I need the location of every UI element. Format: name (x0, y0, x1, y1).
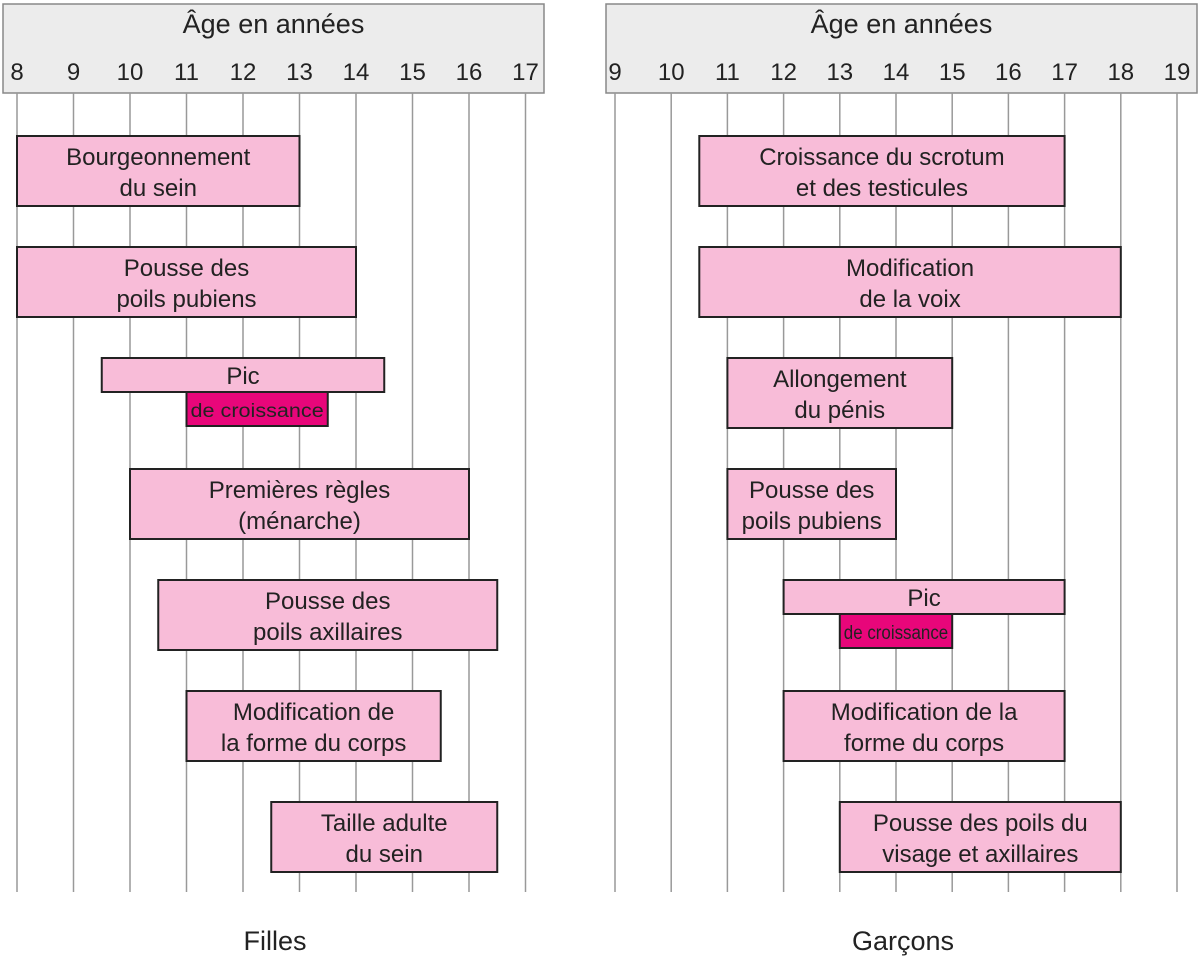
bar-label: Modification de la (831, 699, 1018, 726)
tick-label: 8 (10, 59, 23, 86)
tick-label: 12 (770, 59, 797, 86)
tick-label: 10 (658, 59, 685, 86)
timeline-bar (129, 468, 470, 540)
axis-header-box (2, 3, 545, 94)
timeline-bar (698, 246, 1122, 318)
tick-label: 14 (343, 59, 370, 86)
bar-label: du sein (346, 841, 423, 868)
timeline-bar (838, 801, 1122, 873)
tick-label: 15 (939, 59, 966, 86)
bar-label: du sein (120, 175, 197, 202)
tick-label: 16 (456, 59, 483, 86)
bar-label: poils pubiens (742, 508, 882, 535)
timeline-bar (16, 135, 301, 207)
bar-label: du pénis (794, 397, 885, 424)
timeline-bar (185, 690, 442, 762)
growth-peak-highlight (185, 391, 329, 427)
tick-label: 9 (67, 59, 80, 86)
bar-label: Pic (226, 363, 259, 390)
bar-label: poils pubiens (116, 286, 256, 313)
bar-label: (ménarche) (238, 508, 361, 535)
bar-label: visage et axillaires (882, 841, 1078, 868)
bar-label: Modification (846, 255, 974, 282)
tick-label: 10 (117, 59, 144, 86)
timeline-bar (100, 357, 386, 393)
bar-label: Modification de (233, 699, 394, 726)
timeline-bar (782, 690, 1066, 762)
bar-label: Allongement (773, 366, 907, 393)
bar-label: Pousse des (124, 255, 249, 282)
chart-panel-0: Âge en années 8 9 10 11 12 13 14 15 16 17Bourgeonn… (2, 3, 545, 956)
axis-header-box (605, 3, 1198, 94)
tick-label: 13 (826, 59, 853, 86)
tick-label: 16 (995, 59, 1022, 86)
panel-caption: Filles (243, 926, 306, 956)
tick-label: 13 (286, 59, 313, 86)
bar-label: Pousse des poils du (873, 810, 1088, 837)
tick-label: 11 (174, 59, 199, 86)
tick-label: 11 (715, 59, 740, 86)
tick-label: 17 (1051, 59, 1078, 86)
chart-panel-1: Âge en années 9 10 11 12 13 14 15 16 17 18 19Croiss… (605, 3, 1198, 956)
bar-label: forme du corps (844, 730, 1004, 757)
axis-title: Âge en années (811, 8, 993, 39)
tick-label: 12 (230, 59, 257, 86)
tick-label: 15 (399, 59, 426, 86)
axis-title: Âge en années (183, 8, 365, 39)
timeline-bar (698, 135, 1066, 207)
tick-label: 18 (1107, 59, 1134, 86)
timeline-bar (726, 357, 954, 429)
bar-label: Pousse des (749, 477, 874, 504)
timeline-bar (726, 468, 898, 540)
bar-label: de la voix (859, 286, 960, 313)
bar-label: et des testicules (796, 175, 968, 202)
growth-peak-highlight (838, 613, 954, 649)
tick-label: 14 (883, 59, 910, 86)
bar-label: Taille adulte (321, 810, 448, 837)
bar-label: Bourgeonnement (66, 144, 250, 171)
tick-label: 17 (512, 59, 539, 86)
timeline-bar (270, 801, 499, 873)
bar-label: Pousse des (265, 588, 390, 615)
bar-label: Croissance du scrotum (759, 144, 1004, 171)
tick-label: 19 (1164, 59, 1191, 86)
timeline-bar (782, 579, 1066, 615)
bar-label: poils axillaires (253, 619, 402, 646)
bar-label: Premières règles (209, 477, 390, 504)
bar-label: Pic (907, 585, 940, 612)
timeline-bar (157, 579, 499, 651)
highlight-label: de croissance (844, 623, 948, 644)
timeline-bar (16, 246, 357, 318)
panel-caption: Garçons (852, 926, 954, 956)
bar-label: la forme du corps (221, 730, 406, 757)
highlight-label: de croissance (191, 401, 324, 422)
tick-label: 9 (608, 59, 621, 86)
